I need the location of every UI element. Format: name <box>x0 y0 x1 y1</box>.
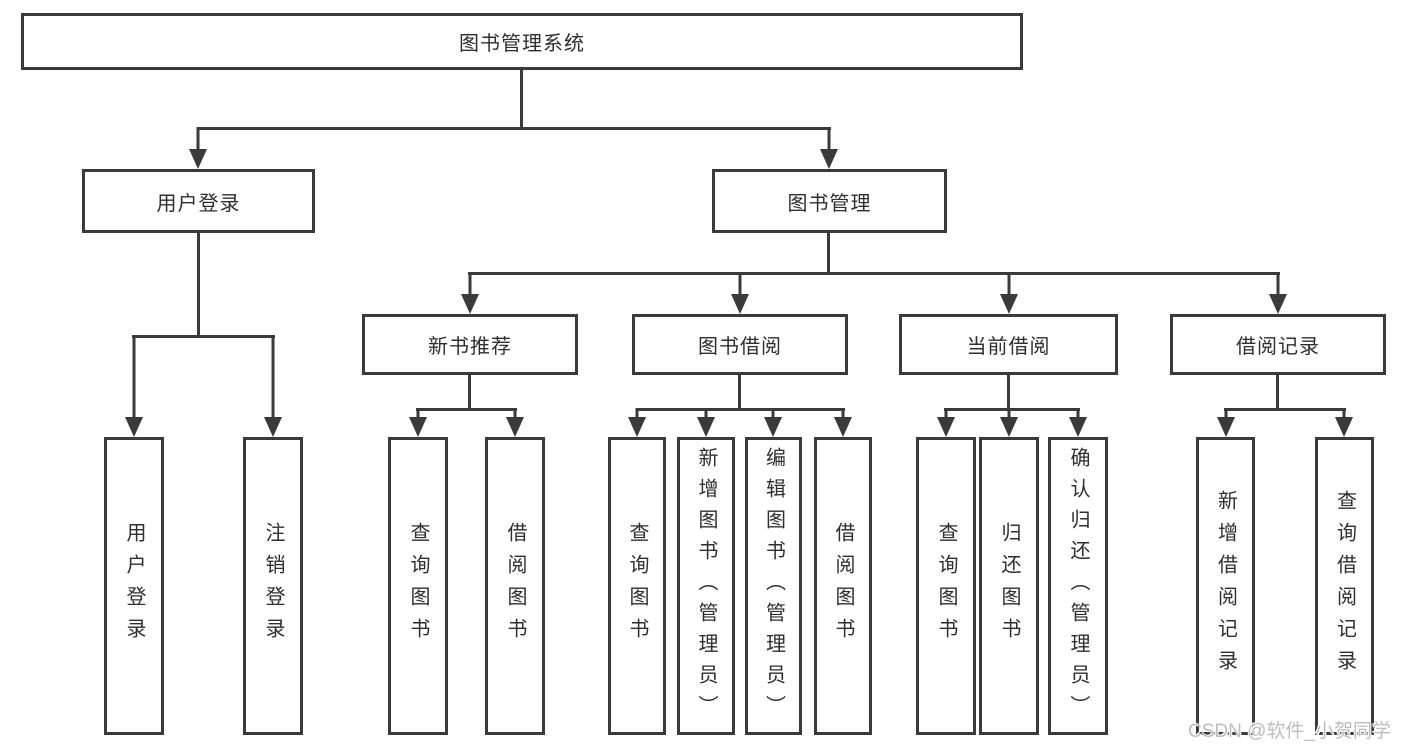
node-label: 新书推荐 <box>428 336 512 358</box>
leaf-label: 新增借阅记录 <box>1214 490 1237 682</box>
leaf-return-books: 归还图书 <box>979 437 1039 735</box>
connector-root-stem <box>520 69 523 130</box>
connector-user-login-stem <box>197 233 200 338</box>
node-label: 图书管理 <box>787 192 872 215</box>
leaf-label: 查询图书 <box>407 522 429 650</box>
leaf-label: 归还图书 <box>998 522 1020 650</box>
arrow-down-icon <box>764 408 782 437</box>
node-label: 图书管理系统 <box>459 33 585 55</box>
leaf-query-books-3: 查询图书 <box>916 437 976 735</box>
leaf-query-books-1: 查询图书 <box>388 437 448 735</box>
leaf-query-books-2: 查询图书 <box>608 437 666 735</box>
arrow-down-icon <box>1269 272 1287 314</box>
node-library-management-system: 图书管理系统 <box>21 13 1023 70</box>
connector-borrowing-bus <box>636 408 845 411</box>
leaf-logout: 注销登录 <box>243 437 303 735</box>
arrow-down-icon <box>1335 408 1353 437</box>
node-current-borrowing: 当前借阅 <box>899 314 1118 375</box>
leaf-add-books-admin: 新增图书（管理员） <box>677 437 735 735</box>
leaf-label: 借阅图书 <box>504 522 526 650</box>
leaf-add-borrow-record: 新增借阅记录 <box>1196 437 1255 735</box>
leaf-query-borrow-record: 查询借阅记录 <box>1315 437 1374 735</box>
arrow-down-icon <box>189 127 207 169</box>
arrow-down-icon <box>461 272 479 314</box>
node-user-login: 用户登录 <box>82 169 315 233</box>
arrow-down-icon <box>125 335 143 437</box>
node-borrowing-records: 借阅记录 <box>1170 314 1386 375</box>
arrow-down-icon <box>506 408 524 437</box>
node-label: 图书借阅 <box>698 336 782 358</box>
leaf-user-login: 用户登录 <box>104 437 164 735</box>
connector-current-stem <box>1007 375 1010 411</box>
arrow-down-icon <box>628 408 646 437</box>
node-book-borrowing: 图书借阅 <box>632 314 848 375</box>
leaf-borrow-books-1: 借阅图书 <box>485 437 545 735</box>
arrow-down-icon <box>731 272 749 314</box>
leaf-label: 用户登录 <box>123 522 145 650</box>
arrow-down-icon <box>409 408 427 437</box>
connector-recommendation-stem <box>468 375 471 411</box>
arrow-down-icon <box>264 335 282 437</box>
arrow-down-icon <box>1000 408 1018 437</box>
leaf-label: 确认归还（管理员） <box>1067 446 1089 726</box>
arrow-down-icon <box>820 127 838 169</box>
node-book-management: 图书管理 <box>712 169 947 233</box>
node-label: 借阅记录 <box>1236 336 1320 358</box>
leaf-label: 新增图书（管理员） <box>695 446 717 726</box>
arrow-down-icon <box>697 408 715 437</box>
connector-book-mgmt-stem <box>827 233 830 275</box>
leaf-label: 查询借阅记录 <box>1333 490 1356 682</box>
leaf-borrow-books-2: 借阅图书 <box>814 437 872 735</box>
connector-root-bus <box>197 127 831 130</box>
leaf-label: 查询图书 <box>626 522 648 650</box>
leaf-label: 编辑图书（管理员） <box>762 446 785 726</box>
connector-current-bus <box>944 408 1080 411</box>
node-new-book-recommendation: 新书推荐 <box>362 314 578 375</box>
arrow-down-icon <box>1000 272 1018 314</box>
node-label: 用户登录 <box>156 192 241 215</box>
leaf-confirm-return-admin: 确认归还（管理员） <box>1048 437 1108 735</box>
connector-borrowing-stem <box>738 375 741 411</box>
connector-records-stem <box>1276 375 1279 411</box>
leaf-label: 借阅图书 <box>832 522 854 650</box>
node-label: 当前借阅 <box>966 336 1051 358</box>
arrow-down-icon <box>834 408 852 437</box>
connector-records-bus <box>1224 408 1346 411</box>
leaf-edit-books-admin: 编辑图书（管理员） <box>745 437 802 735</box>
connector-user-login-bus <box>132 335 275 338</box>
arrow-down-icon <box>1069 408 1087 437</box>
leaf-label: 注销登录 <box>262 522 284 650</box>
leaf-label: 查询图书 <box>935 522 957 650</box>
connector-recommendation-bus <box>416 408 517 411</box>
arrow-down-icon <box>1217 408 1235 437</box>
watermark: CSDN @软件_小贺同学 <box>1188 721 1391 742</box>
connector-book-mgmt-bus <box>468 272 1280 275</box>
arrow-down-icon <box>937 408 955 437</box>
